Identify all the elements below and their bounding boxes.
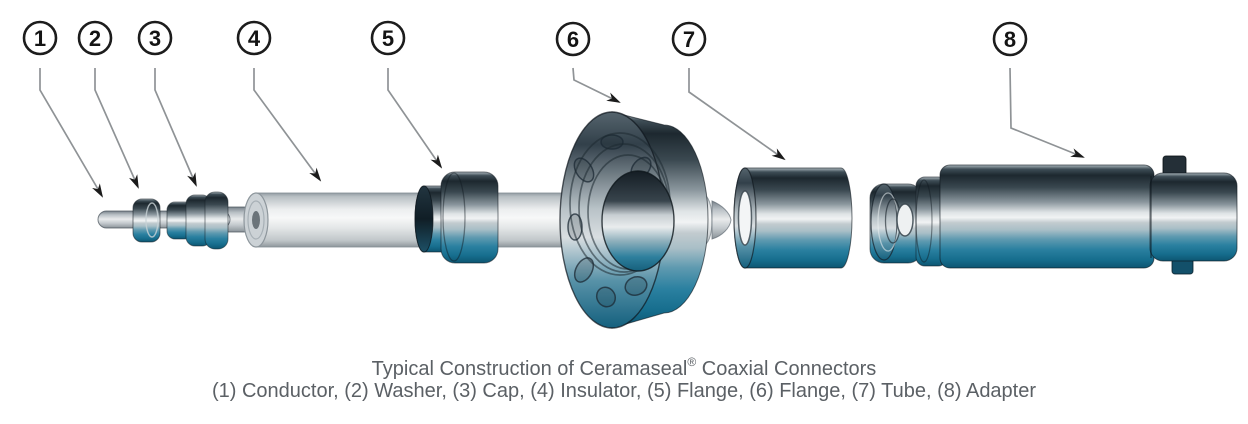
callout-8-number: 8: [1004, 27, 1016, 52]
part-washer: [132, 198, 161, 243]
callout-7-number: 7: [683, 27, 695, 52]
callout-2-number: 2: [89, 26, 101, 51]
callout-bubbles: 1 2 3 4 5 6 7: [22, 20, 1028, 57]
callout-1-circle: [22, 20, 58, 56]
callout-leader-lines: [39, 67, 1085, 198]
caption-title-prefix: Typical Construction of Ceramaseal: [371, 358, 688, 380]
callout-1-number: 1: [34, 26, 46, 51]
part-cap: [166, 191, 229, 250]
callout-6-number: 6: [567, 27, 579, 52]
part-adapter: [869, 155, 1238, 275]
callout-7: 7: [671, 21, 707, 57]
callout-5: 5: [370, 20, 406, 56]
callout-6-circle: [555, 21, 591, 57]
callout-3-number: 3: [149, 26, 161, 51]
callout-4-circle: [236, 20, 272, 56]
callout-8-circle: [992, 21, 1028, 57]
figure-caption-parts-list: (1) Conductor, (2) Washer, (3) Cap, (4) …: [211, 380, 1037, 402]
leader-line-7: [688, 68, 786, 161]
adapter-bore: [896, 203, 914, 237]
leader-line-4: [253, 68, 322, 182]
leader-line-5: [387, 68, 443, 169]
callout-7-circle: [671, 21, 707, 57]
leader-line-8: [1009, 67, 1085, 158]
callout-1: 1: [22, 20, 58, 56]
callout-2-circle: [77, 20, 113, 56]
callout-5-number: 5: [382, 26, 394, 51]
leader-line-3: [154, 68, 197, 187]
callout-3-circle: [137, 20, 173, 56]
callout-6: 6: [555, 21, 591, 57]
leader-line-1: [39, 68, 104, 198]
callout-2: 2: [77, 20, 113, 56]
leader-line-6: [572, 67, 621, 103]
part-flange-large: [559, 111, 709, 329]
leader-line-2: [94, 68, 139, 189]
part-tube: [733, 167, 853, 269]
caption-title-suffix: Coaxial Connectors: [696, 358, 877, 380]
figure-caption-title: Typical Construction of Ceramaseal® Coax…: [0, 351, 1248, 380]
callout-4: 4: [236, 20, 272, 56]
registered-trademark-symbol: ®: [687, 355, 697, 369]
part-flange-small: [414, 171, 499, 264]
callout-5-circle: [370, 20, 406, 56]
callout-4-number: 4: [248, 26, 261, 51]
callout-3: 3: [137, 20, 173, 56]
callout-8: 8: [992, 21, 1028, 57]
